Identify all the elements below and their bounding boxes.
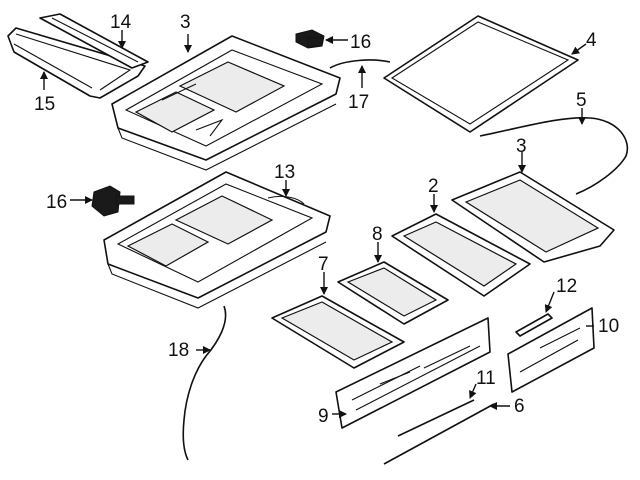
- callout-13: 13: [274, 162, 295, 183]
- callout-8: 8: [372, 224, 383, 245]
- part-11-cable: [397, 399, 475, 437]
- part-1-sunroof-frame: [111, 35, 341, 171]
- callout-12: 12: [556, 276, 577, 297]
- part-18-drain-hose: [182, 305, 227, 461]
- part-17-drain-hose: [329, 59, 391, 69]
- part-6-cable: [383, 403, 495, 465]
- part-4-glass-seal: [383, 15, 579, 133]
- leader-lines: [40, 30, 594, 418]
- callout-2: 2: [428, 176, 439, 197]
- part-2-glass-panel: [391, 213, 531, 297]
- callout-10: 10: [598, 316, 619, 337]
- callout-16-left: 16: [46, 192, 67, 213]
- callout-3: 3: [516, 136, 527, 157]
- part-15-deflector-panel: [7, 27, 146, 99]
- part-3-glass-frame: [451, 171, 615, 263]
- callout-14: 14: [110, 12, 132, 33]
- callout-18: 18: [168, 340, 189, 361]
- part-7-sunshade: [271, 295, 405, 369]
- callout-5: 5: [576, 90, 587, 111]
- callout-15: 15: [34, 94, 55, 115]
- callout-7: 7: [318, 254, 329, 275]
- part-10-rail-set: [507, 307, 595, 393]
- callout-6: 6: [514, 396, 525, 417]
- part-14-wind-deflector: [39, 13, 149, 69]
- callout-1: 3: [180, 12, 191, 33]
- callout-11: 11: [476, 368, 496, 389]
- callout-17: 17: [348, 92, 369, 113]
- part-8-sunshade: [337, 261, 449, 325]
- callout-4: 4: [586, 30, 597, 51]
- callout-9: 9: [318, 406, 329, 427]
- part-13-frame-assembly: [103, 171, 331, 309]
- part-16-motor-left: [91, 185, 135, 217]
- part-5-weatherstrip: [479, 116, 629, 195]
- part-16-motor-top: [295, 29, 325, 49]
- part-12-bracket: [515, 313, 553, 337]
- callout-16-top: 16: [350, 32, 371, 53]
